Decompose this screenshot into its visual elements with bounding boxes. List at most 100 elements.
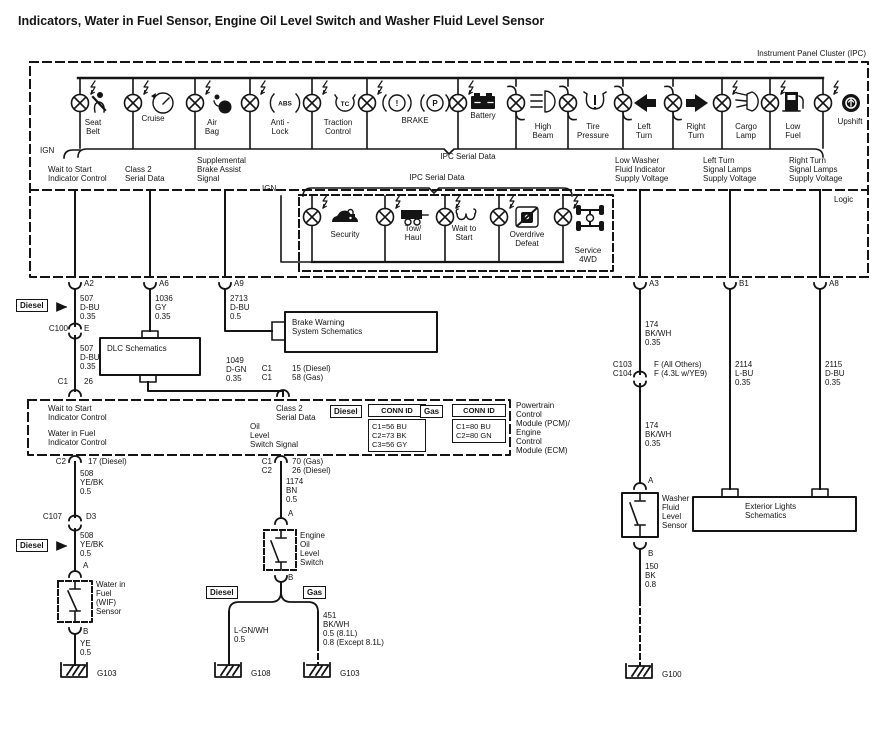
air-bag-icon — [213, 94, 232, 114]
wait-to-start-circuit — [56, 288, 82, 397]
tc-glyph: TC — [341, 101, 350, 108]
pins-f: F (All Others) F (4.3L w/YE9) — [654, 360, 708, 378]
signal-right-turn: Right Turn Signal Lamps Supply Voltage — [789, 156, 843, 183]
low-fuel-icon — [782, 92, 804, 112]
indicator-label-service-4wd: Service 4WD — [574, 246, 602, 264]
dlc-box — [99, 337, 201, 376]
wire-1174: 1174 BN 0.5 — [286, 477, 304, 504]
indicator-label-overdrive-defeat: Overdrive Defeat — [509, 230, 545, 248]
inner-serial-data-brace — [302, 187, 573, 197]
pin-b1: B1 — [739, 279, 749, 288]
ipc-serial-data-brace — [77, 148, 824, 158]
seat-belt-icon — [91, 92, 107, 113]
pin-a6: A6 — [159, 279, 169, 288]
brake-warn-glyph: ! — [396, 99, 399, 108]
brake-park-glyph: P — [432, 99, 438, 108]
diesel-tag-1: Diesel — [16, 299, 48, 312]
wire-2114: 2114 L-BU 0.35 — [735, 360, 754, 387]
conn-id-table-gas: CONN ID C1=80 BU C2=80 GN — [452, 404, 506, 443]
connector-c1-c1: C1 C1 — [261, 364, 272, 382]
exterior-lights-circuit — [721, 288, 829, 498]
anti-lock-lamp — [242, 81, 266, 112]
wire-1036: 1036 GY 0.35 — [155, 294, 173, 321]
cruise-icon — [151, 92, 174, 114]
connector-c2: C2 — [55, 457, 66, 466]
low-fuel-lamp — [762, 81, 786, 112]
cruise-lamp — [125, 81, 149, 112]
serial-data-label-row1: IPC Serial Data — [440, 152, 496, 161]
ground-g108 — [214, 662, 242, 678]
wire-508-upper: 508 YE/BK 0.5 — [80, 469, 104, 496]
pin-a3: A3 — [649, 279, 659, 288]
gas-tag-2: Gas — [303, 586, 327, 599]
signal-class2: Class 2 Serial Data — [125, 165, 165, 183]
right-turn-icon — [686, 94, 708, 112]
ipc-row1-wiring — [63, 76, 825, 159]
pin-c1-26: 26 — [84, 377, 93, 386]
service-4wd-icon — [576, 205, 604, 231]
wif-switch — [66, 580, 81, 623]
indicator-label-brake: BRAKE — [401, 116, 429, 125]
wif-circuit — [56, 455, 88, 678]
indicator-label-tire-pressure: Tire Pressure — [576, 122, 610, 140]
pin-a9: A9 — [234, 279, 244, 288]
oil-terminal-b: B — [288, 573, 294, 582]
icons-row2 — [332, 205, 604, 231]
pcm-wif-label: Water in Fuel Indicator Control — [48, 429, 107, 447]
high-beam-bulb — [506, 85, 526, 121]
pins-70-26: 70 (Gas) 26 (Diesel) — [292, 457, 331, 475]
indicator-label-left-turn: Left Turn — [635, 122, 653, 140]
right-turn-bulb — [663, 85, 683, 121]
wire-174-upper: 174 BK/WH 0.35 — [645, 320, 672, 347]
left-turn-icon — [634, 94, 656, 112]
wire-lgnwh: L-GN/WH 0.5 — [234, 626, 269, 644]
indicator-label-high-beam: High Beam — [532, 122, 554, 140]
ign-label-inner: IGN — [262, 184, 277, 193]
oil-switch-box — [263, 529, 297, 571]
wif-terminal-b: B — [83, 627, 89, 636]
brake-warning-icon: ! — [382, 94, 412, 112]
indicator-label-traction-control: Traction Control — [323, 118, 353, 136]
wire-451: 451 BK/WH 0.5 (8.1L) 0.8 (Except 8.1L) — [323, 611, 384, 647]
oil-switch — [269, 529, 287, 571]
tow-haul-icon — [401, 210, 429, 226]
serial-data-label-inner: IPC Serial Data — [409, 173, 465, 182]
ipc-box-label: Instrument Panel Cluster (IPC) — [640, 49, 866, 58]
washer-switch — [628, 492, 646, 538]
conn-id-table-diesel: CONN ID C1=56 BU C2=73 BK C3=56 GY — [368, 404, 426, 452]
diesel-tag-2: Diesel — [330, 405, 362, 418]
conn-id-header-gas: CONN ID — [452, 404, 506, 417]
indicator-label-anti-lock: Anti - Lock — [270, 118, 290, 136]
ground-g103-wif — [60, 662, 88, 678]
overdrive-defeat-icon — [515, 206, 539, 228]
ground-label-g103-gas: G103 — [340, 669, 360, 678]
ground-label-g108: G108 — [251, 669, 271, 678]
pin-17-diesel: 17 (Diesel) — [88, 457, 127, 466]
dlc-box-label: DLC Schematics — [107, 344, 167, 353]
wire-507-lower: 507 D-BU 0.35 — [80, 344, 100, 371]
indicator-label-cruise: Cruise — [141, 114, 165, 123]
tire-pressure-bulb — [558, 85, 578, 121]
brake-warning-box-label: Brake Warning System Schematics — [292, 318, 363, 336]
pin-a8: A8 — [829, 279, 839, 288]
brake-lamp — [359, 81, 383, 112]
conn-id-body-diesel: C1=56 BU C2=73 BK C3=56 GY — [368, 419, 426, 452]
conn-id-header-diesel: CONN ID — [368, 404, 426, 417]
washer-terminal-a: A — [648, 476, 654, 485]
battery-icon — [471, 93, 495, 109]
upshift-icon — [842, 94, 860, 112]
service-4wd-lamp — [555, 195, 579, 226]
indicator-label-low-fuel: Low Fuel — [785, 122, 801, 140]
indicator-label-seat-belt: Seat Belt — [84, 118, 102, 136]
wire-2115: 2115 D-BU 0.35 — [825, 360, 845, 387]
oil-terminal-a: A — [288, 509, 294, 518]
left-turn-bulb — [613, 85, 633, 121]
pcm-class2-label: Class 2 Serial Data — [276, 404, 316, 422]
security-lamp — [304, 195, 328, 226]
tow-haul-lamp — [377, 195, 401, 226]
connector-c100: C100 — [48, 324, 68, 333]
wif-sensor-label: Water in Fuel (WIF) Sensor — [96, 580, 126, 616]
cargo-lamp-lamp — [714, 81, 738, 112]
diagram-title: Indicators, Water in Fuel Sensor, Engine… — [18, 14, 545, 28]
